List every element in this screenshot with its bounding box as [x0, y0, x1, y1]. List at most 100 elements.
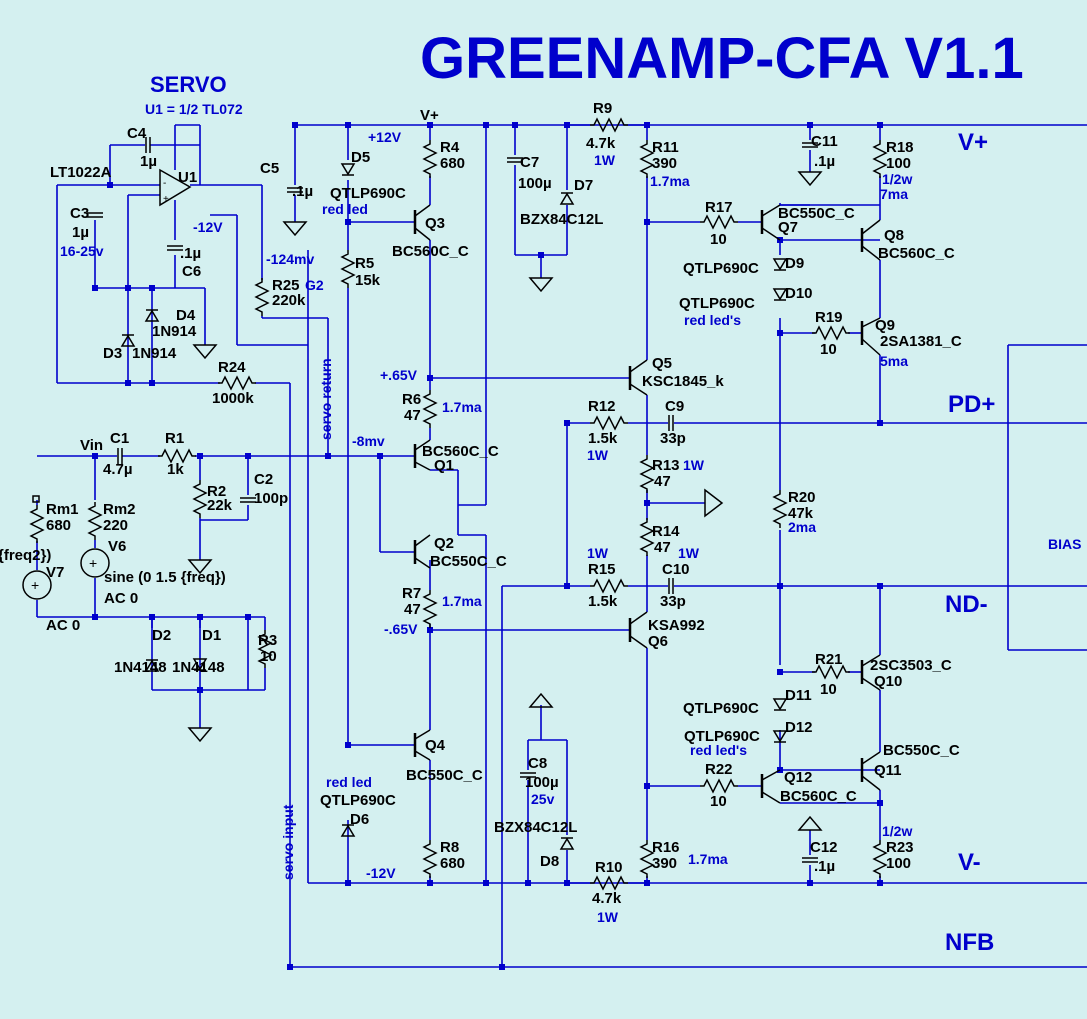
val-d1: 1N4148 [172, 659, 225, 676]
schematic-title: GREENAMP-CFA V1.1 [420, 26, 1024, 91]
val-d6: QTLP690C [320, 792, 396, 809]
ref-r4: R4 [440, 139, 460, 156]
ref-q4: Q4 [425, 737, 446, 754]
ref-c3: C3 [70, 205, 89, 222]
net-m65-label: -.65V [384, 621, 418, 637]
note-r16: 1.7ma [688, 851, 728, 867]
ref-q6: Q6 [648, 633, 668, 650]
ref-q5: Q5 [652, 355, 672, 372]
port-vplus: V+ [958, 129, 988, 156]
val-r3: 10 [260, 648, 277, 665]
val-c3: 1µ [72, 224, 89, 241]
val-v6: sine (0 1.5 {freq}) [104, 569, 226, 586]
val-rm1: 680 [46, 517, 71, 534]
val-u1: LT1022A [50, 164, 112, 181]
val-r24: 1000k [212, 390, 254, 407]
net-m12b-label: -12V [366, 865, 396, 881]
ref-r15: R15 [588, 561, 616, 578]
ref-d9: D9 [785, 255, 804, 272]
ref-d6: D6 [350, 811, 369, 828]
note-d12: red led's [690, 742, 747, 758]
ref-c11: C11 [811, 133, 838, 150]
note-v7: AC 0 [46, 617, 80, 634]
junction-dots [92, 122, 883, 970]
title-block: GREENAMP-CFA V1.1 SERVO U1 = 1/2 TL072 [145, 26, 1024, 117]
val-r10: 4.7k [592, 890, 622, 907]
val-r25: 220k [272, 292, 306, 309]
ref-u1: U1 [178, 169, 197, 186]
port-bias: BIAS [1048, 536, 1081, 552]
note-r11: 1.7ma [650, 173, 690, 189]
val-q8: BC560C_C [878, 245, 955, 262]
val-r16: 390 [652, 855, 677, 872]
ref-c8: C8 [528, 755, 547, 772]
note-d6: red led [326, 774, 372, 790]
ref-r25: R25 [272, 277, 300, 294]
ref-c4: C4 [127, 125, 147, 142]
net-m124-label: -124mv [266, 251, 314, 267]
val-r20: 47k [788, 505, 814, 522]
net-vin-label: Vin [80, 437, 103, 454]
note-v6: AC 0 [104, 590, 138, 607]
val-r2: 22k [207, 497, 233, 514]
wiring [36, 124, 1087, 968]
ref-q12: Q12 [784, 769, 812, 786]
val-d7: BZX84C12L [520, 211, 603, 228]
ref-c2: C2 [254, 471, 273, 488]
ref-d4: D4 [176, 307, 196, 324]
val-r8: 680 [440, 855, 465, 872]
note-r10: 1W [597, 909, 619, 925]
ref-r24: R24 [218, 359, 246, 376]
val-r4: 680 [440, 155, 465, 172]
ref-d3: D3 [103, 345, 122, 362]
ref-d7: D7 [574, 177, 593, 194]
note-r20: 2ma [788, 519, 816, 535]
note-r6: 1.7ma [442, 399, 482, 415]
net-m8mv-label: -8mv [352, 433, 385, 449]
val-q12: BC560C_C [780, 788, 857, 805]
ref-q2: Q2 [434, 535, 454, 552]
val-r13: 47 [654, 473, 671, 490]
val-q2: BC550C_C [430, 553, 507, 570]
val-r21: 10 [820, 681, 837, 698]
val-d12: QTLP690C [684, 728, 760, 745]
ref-c9: C9 [665, 398, 684, 415]
net-p65-label: +.65V [380, 367, 418, 383]
val-d10: QTLP690C [679, 295, 755, 312]
note-r15: 1W [587, 545, 609, 561]
note-r25: G2 [305, 277, 324, 293]
val-c6: .1µ [180, 245, 201, 262]
val-r5: 15k [355, 272, 381, 289]
val-d2: 1N4148 [114, 659, 167, 676]
ref-r19: R19 [815, 309, 843, 326]
ref-r23: R23 [886, 839, 914, 856]
ref-r3: R3 [258, 632, 277, 649]
ref-q9: Q9 [875, 317, 895, 334]
val-c10: 33p [660, 593, 686, 610]
ref-r12: R12 [588, 398, 616, 415]
servo-note: U1 = 1/2 TL072 [145, 101, 243, 117]
ref-r16: R16 [652, 839, 680, 856]
ref-rm1: Rm1 [46, 501, 79, 518]
ref-c12: C12 [810, 839, 838, 856]
val-r18: 100 [886, 155, 911, 172]
ref-q7: Q7 [778, 219, 798, 236]
component-symbols: - + [22, 118, 887, 890]
note-r9: 1W [594, 152, 616, 168]
val-q1: BC560C_C [422, 443, 499, 460]
val-d5: QTLP690C [330, 185, 406, 202]
note-c3: 16-25v [60, 243, 104, 259]
val-r6: 47 [404, 407, 421, 424]
ref-v6: V6 [108, 538, 126, 555]
ref-d11: D11 [785, 687, 812, 704]
val-r7: 47 [404, 601, 421, 618]
ref-r9: R9 [593, 100, 612, 117]
ref-v7: V7 [46, 564, 64, 581]
val-r12: 1.5k [588, 430, 618, 447]
val-c1: 4.7µ [103, 461, 133, 478]
val-d4: 1N914 [152, 323, 197, 340]
val-r23: 100 [886, 855, 911, 872]
note-r18b: 7ma [880, 186, 908, 202]
ref-r20: R20 [788, 489, 816, 506]
val-q9: 2SA1381_C [880, 333, 962, 350]
